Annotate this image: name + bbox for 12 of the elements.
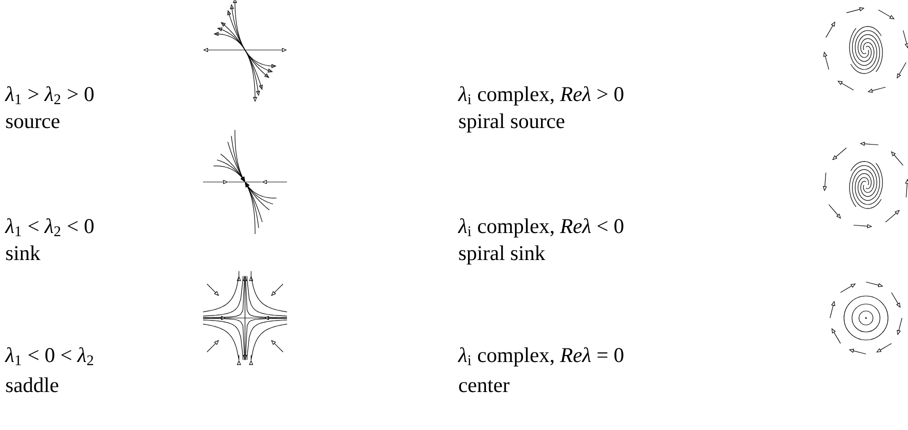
label: λ$_{i}$ complex, Reλ = 0: [458, 347, 624, 366]
label: saddle: [6, 377, 58, 392]
label: center: [459, 380, 510, 392]
label: λ$_{1}$ < λ$_{2}$ < 0: [4, 218, 94, 236]
label: spiral sink: [459, 245, 546, 264]
label: sink: [6, 245, 40, 260]
label: source: [6, 118, 60, 128]
label: λ$_{i}$ complex, Reλ < 0: [458, 218, 624, 238]
label: λ$_{i}$ complex, Reλ > 0: [458, 86, 624, 106]
label: spiral source: [459, 113, 564, 132]
label: λ$_{1}$ < 0 < λ$_{2}$: [4, 347, 94, 366]
label: λ$_{1}$ > λ$_{2}$ > 0: [4, 86, 94, 104]
